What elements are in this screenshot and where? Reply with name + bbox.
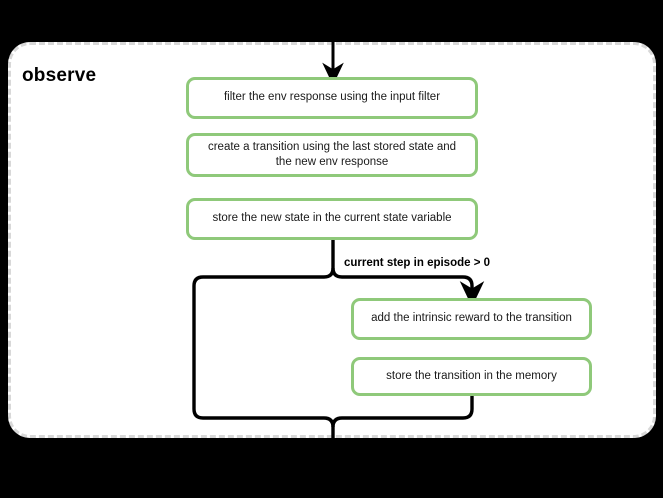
edge-branch-true: [331, 267, 485, 307]
edge-branch-return: [331, 396, 474, 428]
node-add-intrinsic-reward[interactable]: add the intrinsic reward to the transiti…: [351, 298, 592, 340]
edge-branch-bypass: [192, 267, 335, 428]
node-create-transition[interactable]: create a transition using the last store…: [186, 133, 478, 177]
edge-label-branch-condition: current step in episode > 0: [344, 257, 491, 269]
group-title-observe: observe: [22, 65, 97, 86]
node-store-state[interactable]: store the new state in the current state…: [186, 198, 478, 240]
node-filter[interactable]: filter the env response using the input …: [186, 77, 478, 119]
node-store-transition[interactable]: store the transition in the memory: [351, 357, 592, 396]
